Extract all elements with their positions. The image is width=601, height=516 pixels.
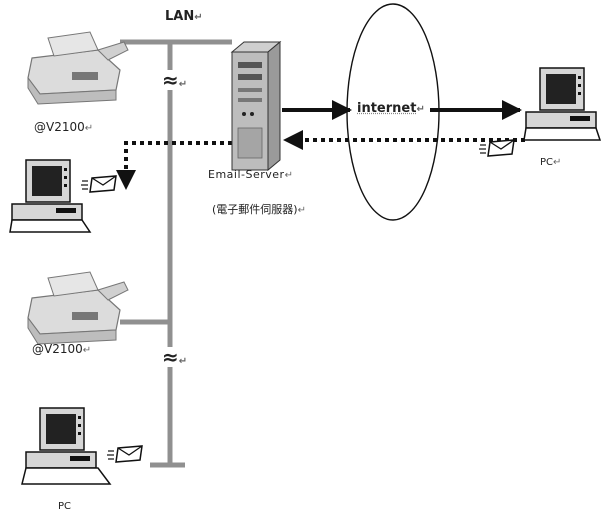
break-mark: ≈↵ bbox=[162, 68, 188, 92]
scanner-label-text: @V2100 bbox=[34, 120, 85, 134]
pc-icon bbox=[9, 159, 92, 233]
lan-backbone bbox=[120, 39, 232, 468]
internet-label-text: internet bbox=[357, 101, 417, 116]
server-icon bbox=[230, 40, 282, 172]
lan-label-text: LAN bbox=[165, 9, 195, 24]
server-subtitle-label: (電子郵件伺服器)↵ bbox=[212, 203, 306, 216]
server-name-text: Email-Server bbox=[208, 168, 285, 181]
break-mark-text: ≈ bbox=[162, 68, 179, 92]
server-name-label: Email-Server↵ bbox=[208, 168, 294, 181]
server-subtitle-text: (電子郵件伺服器) bbox=[212, 203, 298, 216]
break-mark: ≈↵ bbox=[162, 345, 188, 369]
pc-label-text: PC bbox=[58, 501, 72, 512]
pc-label: PC↵ bbox=[540, 157, 562, 168]
scanner-label: @V2100↵ bbox=[34, 120, 94, 134]
email-envelope-icon bbox=[479, 139, 515, 157]
scanner-icon bbox=[27, 31, 129, 105]
internet-label: internet↵ bbox=[355, 101, 427, 116]
scanner-label-text: @V2100 bbox=[32, 342, 83, 356]
pc-icon bbox=[21, 407, 112, 485]
scanner-icon bbox=[27, 271, 129, 345]
delivery-dotted-arrow bbox=[116, 141, 232, 190]
pc-icon bbox=[523, 67, 601, 141]
email-envelope-icon bbox=[107, 445, 143, 463]
email-envelope-icon bbox=[81, 175, 117, 193]
scanner-label: @V2100↵ bbox=[32, 342, 92, 356]
lan-label: LAN↵ bbox=[165, 9, 203, 24]
break-mark-text: ≈ bbox=[162, 345, 179, 369]
pc-label-text: PC bbox=[540, 157, 554, 168]
pc-label: PC bbox=[58, 502, 71, 512]
